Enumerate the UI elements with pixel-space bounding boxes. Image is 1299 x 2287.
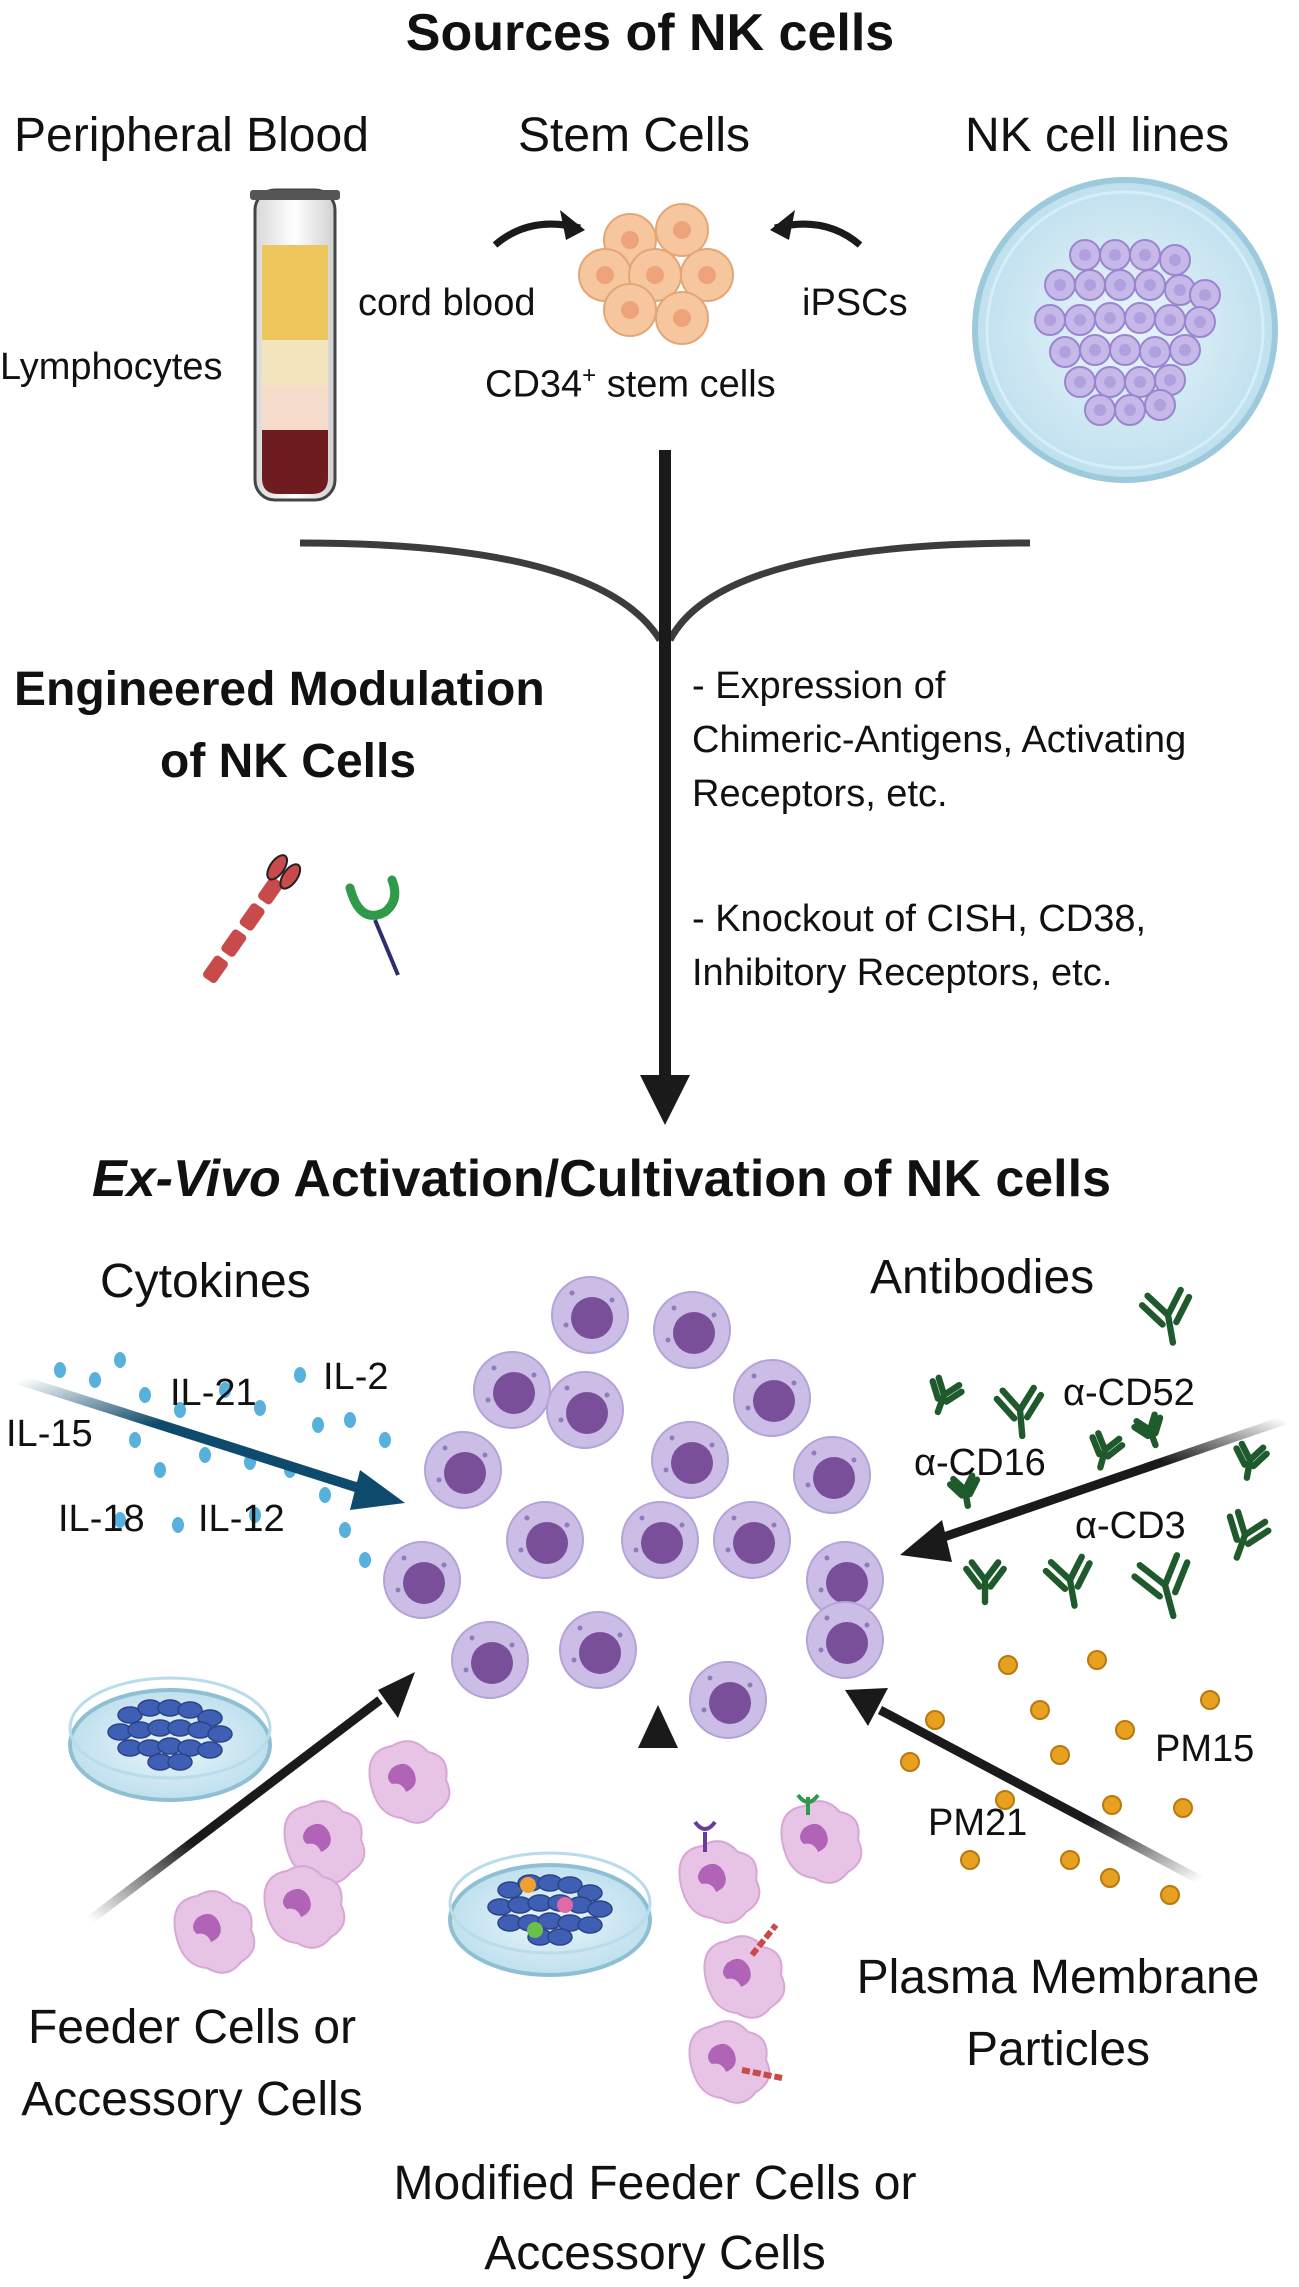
activating-receptor-icon [345,875,400,976]
pm15-label: PM15 [1155,1728,1255,1770]
pm-arrow [877,1706,1203,1884]
nk-cell-lines-label: NK cell lines [965,109,1230,162]
car-receptor-icon [203,854,302,984]
cord-blood-label: cord blood [358,282,536,324]
cytokine-il12: IL-12 [198,1498,285,1540]
modified-feeder-dish-icon [448,1851,652,1977]
nk-cell-cluster [383,1276,884,1739]
pm-label-line2: Particles [965,2023,1151,2076]
peripheral-blood-label: Peripheral Blood [14,109,369,162]
feeder-label-line2: Accessory Cells [21,2073,363,2126]
engineered-title-line1: Engineered Modulation [14,663,545,716]
pm-particle-dots [900,1650,1220,1905]
antibody-cd16: α-CD16 [914,1442,1046,1484]
stem-cell-cluster-icon [578,203,734,345]
feeder-cell-icons [173,1740,451,1974]
lymphocytes-label: Lymphocytes [0,346,223,388]
cytokine-il18: IL-18 [58,1498,145,1540]
modified-feeder-cell-icons [678,1793,863,2104]
ipscs-label: iPSCs [802,282,908,324]
antibody-arrow [933,1415,1287,1545]
modified-feeder-label-line1: Modified Feeder Cells or [393,2157,917,2210]
nk-cell-line-dish-icon [972,177,1278,483]
antibody-cd3: α-CD3 [1075,1505,1186,1547]
cytokine-arrow [18,1375,367,1495]
feeder-arrow [87,1696,383,1924]
knockout-note: - Knockout of CISH, CD38, Inhibitory Rec… [692,898,1147,994]
feeder-label-line1: Feeder Cells or [27,2001,357,2054]
antibody-cd52: α-CD52 [1063,1372,1195,1414]
antibody-icons [929,1286,1272,1620]
engineered-title-line2: of NK Cells [160,735,417,788]
expression-note: - Expression of Chimeric-Antigens, Activ… [692,665,1187,815]
feeder-dish-icon [68,1676,272,1802]
activation-title: Ex-Vivo Activation/Cultivation of NK cel… [92,1150,1111,1208]
sources-title: Sources of NK cells [405,4,895,62]
pm21-label: PM21 [928,1802,1028,1844]
cytokines-label: Cytokines [100,1255,311,1308]
blood-tube-icon [250,188,340,502]
cd34-stem-cells-label: CD34+ stem cells [485,362,776,406]
modified-feeder-label-line2: Accessory Cells [484,2227,826,2280]
antibodies-label: Antibodies [870,1251,1095,1304]
stem-cells-label: Stem Cells [518,109,751,162]
cytokine-il2: IL-2 [323,1356,389,1398]
pm-label-line1: Plasma Membrane [856,1951,1260,2004]
cytokine-il21: IL-21 [170,1372,257,1414]
cytokine-il15: IL-15 [6,1413,93,1455]
merge-connector [299,539,1031,642]
